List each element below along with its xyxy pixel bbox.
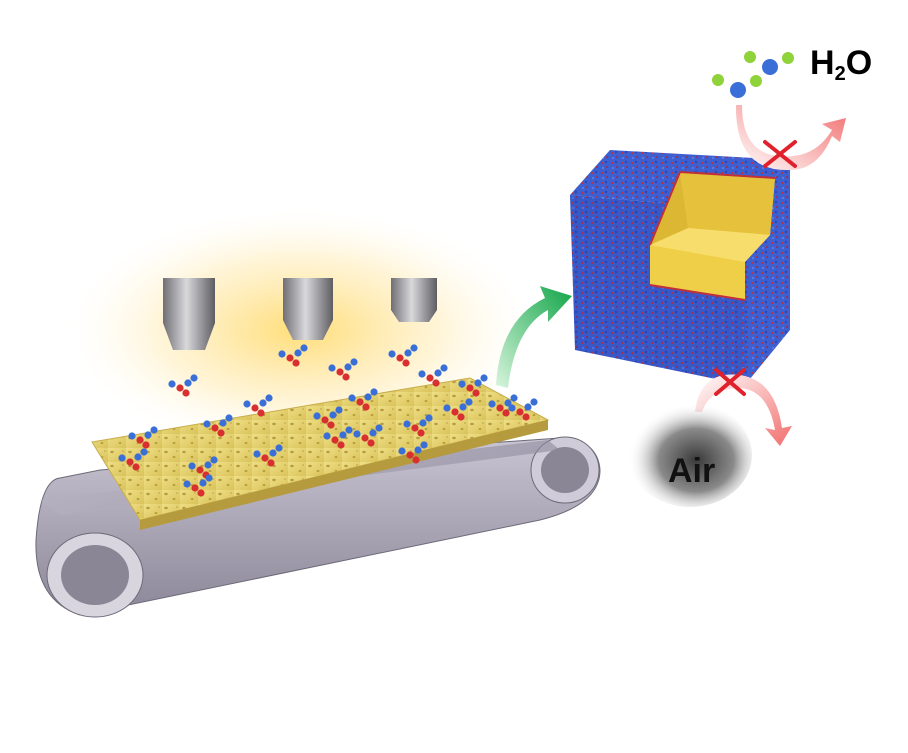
molecule-icon xyxy=(128,426,158,449)
coated-cube xyxy=(570,150,790,385)
red-arrow-top xyxy=(735,105,846,171)
molecule-icon xyxy=(443,398,473,421)
water-molecule-icon xyxy=(712,51,794,98)
molecule-icon xyxy=(488,394,518,417)
molecule-icon xyxy=(313,406,343,429)
water-label: H2O xyxy=(810,44,873,85)
molecule-icon xyxy=(353,424,383,447)
molecule-icon xyxy=(183,474,213,497)
molecule-icon xyxy=(398,441,428,464)
red-arrow-bottom xyxy=(695,374,792,446)
molecule-icon xyxy=(168,374,198,397)
cross-icon xyxy=(763,140,797,168)
molecule-icon xyxy=(458,374,488,397)
molecule-icon xyxy=(508,398,538,421)
molecule-icon xyxy=(243,394,273,417)
cross-icon xyxy=(714,368,746,396)
green-arrow xyxy=(496,286,572,388)
molecule-icon xyxy=(188,456,218,479)
molecule-icon xyxy=(403,414,433,437)
molecule-icon xyxy=(348,388,378,411)
molecule-icon xyxy=(203,414,233,437)
molecule-icon xyxy=(118,344,538,497)
spray-nozzle-icon xyxy=(163,278,437,350)
air-label: Air xyxy=(668,452,716,490)
water-molecule-icon xyxy=(744,51,794,75)
molecule-icon xyxy=(118,448,148,471)
water-molecule-icon xyxy=(712,74,762,98)
molecule-icon xyxy=(253,444,283,467)
molecule-icon xyxy=(418,364,448,387)
molecule-icon xyxy=(388,344,418,367)
air-bubble xyxy=(628,403,752,507)
molecule-icon xyxy=(323,426,353,449)
molecule-icon xyxy=(328,358,358,381)
molecule-icon xyxy=(278,344,308,367)
